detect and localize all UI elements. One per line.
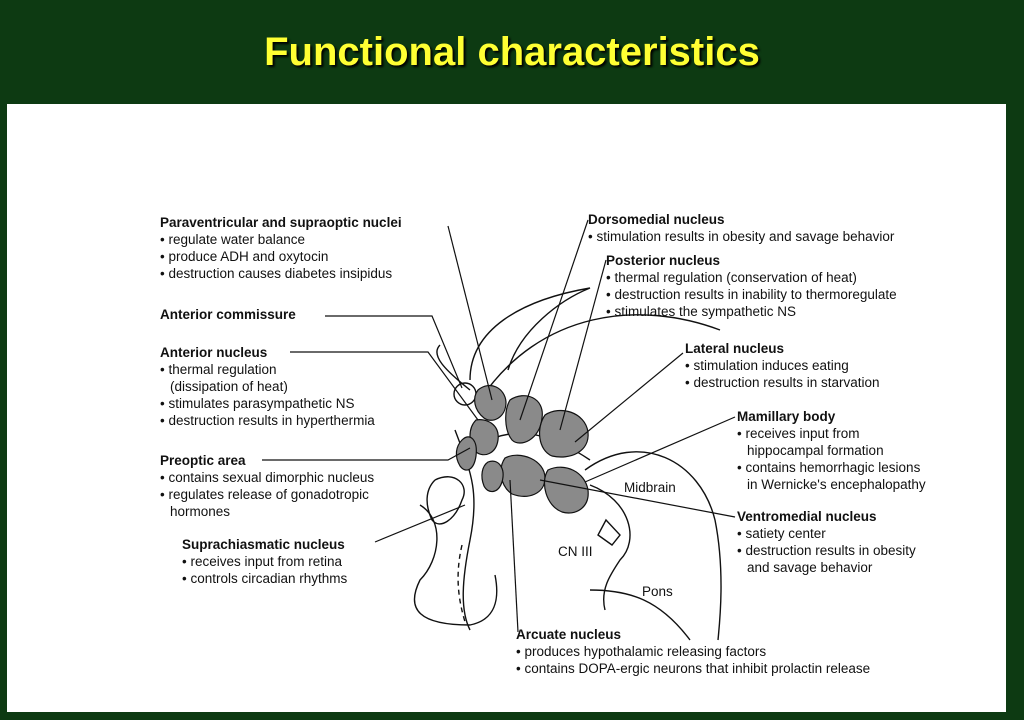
label-dorsomedial: Dorsomedial nucleus • stimulation result… <box>588 211 894 245</box>
label-paraventricular-heading: Paraventricular and supraoptic nuclei <box>160 215 402 230</box>
mamillary-body <box>543 466 589 514</box>
ventromedial-nucleus <box>500 454 546 497</box>
label-paraventricular-line: • destruction causes diabetes insipidus <box>160 266 393 281</box>
label-suprachiasmatic-line: • receives input from retina <box>182 554 343 569</box>
label-arcuate-heading: Arcuate nucleus <box>516 627 622 642</box>
anterior-hypothalamic-nucleus <box>469 419 499 456</box>
label-lateral: Lateral nucleus • stimulation induces ea… <box>685 340 880 391</box>
slide-title: Functional characteristics <box>264 30 760 74</box>
label-mamillary-line: in Wernicke's encephalopathy <box>747 477 926 492</box>
label-lateral-heading: Lateral nucleus <box>685 341 785 356</box>
label-posterior-line: • destruction results in inability to th… <box>606 287 897 302</box>
leader-preoptic <box>262 447 471 461</box>
label-anterior-nucleus-line: • stimulates parasympathetic NS <box>160 396 355 411</box>
posterior-nucleus <box>538 409 589 458</box>
leader-commissure <box>325 315 463 389</box>
label-anterior-nucleus-heading: Anterior nucleus <box>160 345 268 360</box>
label-paraventricular: Paraventricular and supraoptic nuclei • … <box>160 214 402 282</box>
label-mamillary-line: hippocampal formation <box>747 443 884 458</box>
label-anterior-nucleus-line: (dissipation of heat) <box>170 379 288 394</box>
label-preoptic-line: hormones <box>170 504 231 519</box>
label-cn3: CN III <box>558 544 593 559</box>
leader-posterior <box>559 259 607 431</box>
arcuate-nucleus <box>481 460 504 493</box>
label-ventromedial: Ventromedial nucleus • satiety center • … <box>737 508 916 576</box>
label-preoptic-heading: Preoptic area <box>160 453 246 468</box>
label-preoptic: Preoptic area • contains sexual dimorphi… <box>160 452 374 520</box>
label-posterior-line: • thermal regulation (conservation of he… <box>606 270 857 285</box>
label-arcuate-line: • contains DOPA-ergic neurons that inhib… <box>516 661 871 676</box>
leader-suprachiasmatic <box>374 504 466 543</box>
label-anterior-nucleus: Anterior nucleus • thermal regulation (d… <box>160 344 375 429</box>
label-suprachiasmatic: Suprachiasmatic nucleus • receives input… <box>182 536 347 587</box>
label-mamillary-line: • receives input from <box>737 426 860 441</box>
label-posterior-heading: Posterior nucleus <box>606 253 721 268</box>
thalamus-outline <box>479 314 721 401</box>
label-mamillary-heading: Mamillary body <box>737 409 836 424</box>
pituitary-stalk <box>413 504 498 626</box>
label-arcuate: Arcuate nucleus • produces hypothalamic … <box>516 626 870 677</box>
label-anterior-commissure: Anterior commissure <box>160 306 296 323</box>
midbrain-outline <box>584 451 722 641</box>
label-preoptic-line: • regulates release of gonadotropic <box>160 487 369 502</box>
label-ventromedial-line: • destruction results in obesity <box>737 543 916 558</box>
label-lateral-line: • stimulation induces eating <box>685 358 849 373</box>
label-midbrain: Midbrain <box>624 480 676 495</box>
dorsomedial-nucleus <box>505 395 543 444</box>
leader-paraventricular <box>447 225 493 401</box>
label-paraventricular-line: • regulate water balance <box>160 232 306 247</box>
label-preoptic-line: • contains sexual dimorphic nucleus <box>160 470 375 485</box>
label-ventromedial-line: • satiety center <box>737 526 826 541</box>
commissure-outline <box>436 344 471 391</box>
label-mamillary-line: • contains hemorrhagic lesions <box>737 460 921 475</box>
label-mamillary: Mamillary body • receives input from hip… <box>737 408 926 493</box>
label-arcuate-line: • produces hypothalamic releasing factor… <box>516 644 767 659</box>
pituitary-dashed <box>457 544 467 626</box>
label-ventromedial-line: and savage behavior <box>747 560 873 575</box>
leader-mamillary <box>584 416 736 483</box>
label-anterior-nucleus-line: • destruction results in hyperthermia <box>160 413 375 428</box>
label-suprachiasmatic-heading: Suprachiasmatic nucleus <box>182 537 345 552</box>
optic-chiasm <box>426 476 465 525</box>
label-anterior-commissure-heading: Anterior commissure <box>160 307 296 322</box>
paraventricular-nucleus <box>474 385 507 421</box>
leader-arcuate <box>509 479 519 633</box>
leader-lateral <box>574 352 684 443</box>
leader-anterior-nucleus <box>290 351 479 421</box>
preoptic-nucleus <box>455 436 477 471</box>
label-posterior-line: • stimulates the sympathetic NS <box>606 304 797 319</box>
label-paraventricular-line: • produce ADH and oxytocin <box>160 249 329 264</box>
cn3-nerve <box>597 518 621 546</box>
fornix-arc <box>469 287 591 381</box>
label-posterior: Posterior nucleus • thermal regulation (… <box>606 252 897 320</box>
label-anterior-nucleus-line: • thermal regulation <box>160 362 277 377</box>
label-pons: Pons <box>642 584 673 599</box>
label-dorsomedial-heading: Dorsomedial nucleus <box>588 212 725 227</box>
leader-dorsomedial <box>519 219 589 421</box>
label-dorsomedial-line: • stimulation results in obesity and sav… <box>588 229 895 244</box>
label-ventromedial-heading: Ventromedial nucleus <box>737 509 877 524</box>
label-suprachiasmatic-line: • controls circadian rhythms <box>182 571 348 586</box>
label-lateral-line: • destruction results in starvation <box>685 375 880 390</box>
pons-outline <box>589 589 691 641</box>
leader-ventromedial <box>539 479 736 518</box>
